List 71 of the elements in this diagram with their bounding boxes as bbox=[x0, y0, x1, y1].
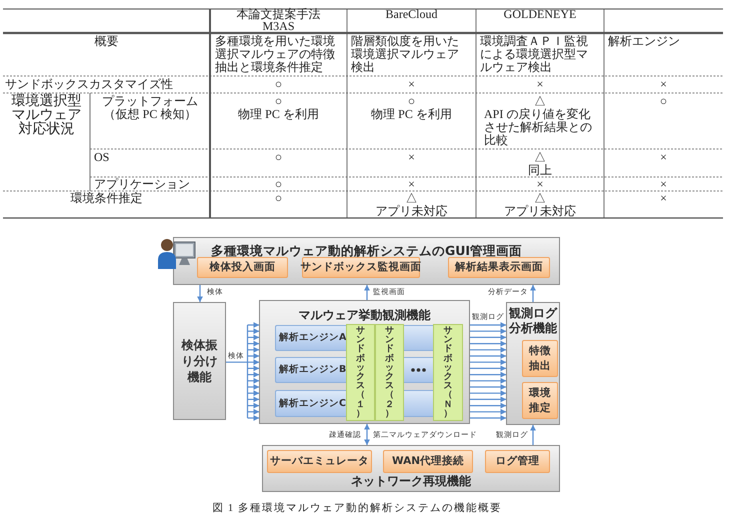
table-note: アプリ未対応 bbox=[504, 205, 576, 218]
module-box: WAN代理接続 bbox=[383, 450, 473, 473]
engine-bar: 解析エンジンB bbox=[275, 357, 346, 383]
engine-bar: 解析エンジンA bbox=[275, 325, 346, 351]
rating-symbol: × bbox=[660, 78, 667, 91]
panel-heading: ネットワーク再現機能 bbox=[351, 474, 471, 489]
table-note: 物理 PC を利用 bbox=[238, 108, 319, 121]
panel-heading: 観測ログ分析機能 bbox=[508, 306, 558, 336]
panel-heading: 多種環境マルウェア動的解析システムのGUI管理画面 bbox=[210, 243, 522, 258]
row-header: プラットフォーム（仮想 PC 検知） bbox=[101, 95, 199, 121]
engine-bar: 解析エンジンC bbox=[275, 390, 346, 417]
table-text: 環境調査ＡＰＩ監視による環境選択型マルウェア検出 bbox=[480, 35, 589, 74]
table-text: 解析エンジン bbox=[608, 35, 680, 48]
figure-caption: 図 1 多種環境マルウェア動的解析システムの機能概要 bbox=[212, 502, 502, 516]
rating-symbol: △ bbox=[406, 192, 418, 205]
rating-symbol: ○ bbox=[408, 95, 416, 108]
module-box: 検体投入画面 bbox=[197, 257, 288, 278]
module-box: 環境推定 bbox=[522, 382, 558, 419]
rating-symbol: × bbox=[660, 192, 667, 205]
table-text: 階層類似度を用いた環境選択マルウェア検出 bbox=[351, 35, 460, 74]
table-note: アプリ未対応 bbox=[376, 205, 448, 218]
arrow bbox=[530, 284, 536, 302]
rating-symbol: × bbox=[536, 78, 544, 91]
row-header: サンドボックスカスタマイズ性 bbox=[5, 78, 173, 91]
rating-symbol: ○ bbox=[274, 78, 282, 91]
column-header: 本論文提案手法 M3AS bbox=[236, 9, 322, 32]
rating-symbol: × bbox=[660, 178, 667, 191]
rating-symbol: × bbox=[536, 178, 544, 191]
rating-symbol: ○ bbox=[274, 151, 282, 164]
row-header: 環境条件推定 bbox=[70, 192, 142, 205]
panel bbox=[262, 445, 560, 492]
panel bbox=[173, 237, 560, 285]
module-box: 解析結果表示画面 bbox=[448, 257, 550, 278]
module-box: サーバエミュレータ bbox=[267, 450, 372, 473]
arrow bbox=[364, 424, 370, 446]
row-header: OS bbox=[94, 151, 110, 164]
module-box: 特徴抽出 bbox=[522, 340, 558, 377]
rating-symbol: △ bbox=[534, 192, 546, 205]
panel: 検体振り分け機能 bbox=[173, 302, 226, 420]
module-box: サンドボックス監視画面 bbox=[302, 257, 420, 278]
rating-symbol: × bbox=[408, 78, 415, 91]
sandbox-column: サンドボックス（１） bbox=[346, 324, 375, 421]
rating-symbol: ○ bbox=[274, 95, 282, 108]
table-note: API の戻り値を変化させた解析結果との比較 bbox=[484, 108, 593, 147]
sandbox-column: サンドボックス（Ｎ） bbox=[433, 324, 463, 421]
rating-symbol: ○ bbox=[274, 178, 282, 191]
sandbox-column: サンドボックス（２） bbox=[375, 324, 404, 421]
row-header: アプリケーション bbox=[94, 178, 190, 191]
column-header: GOLDENEYE bbox=[504, 9, 576, 20]
rating-symbol: × bbox=[408, 151, 415, 164]
rating-symbol: △ bbox=[534, 151, 546, 164]
arrow-fan bbox=[470, 322, 506, 421]
row-header: 概要 bbox=[94, 35, 118, 48]
rating-symbol: △ bbox=[534, 95, 546, 108]
arrow bbox=[530, 424, 536, 445]
row-header: 環境選択型マルウェア対応状況 bbox=[10, 95, 82, 137]
rating-symbol: × bbox=[660, 151, 667, 164]
module-box: ログ管理 bbox=[485, 450, 550, 473]
arrow bbox=[197, 285, 203, 302]
rating-symbol: × bbox=[408, 178, 415, 191]
arrow-fan bbox=[226, 322, 260, 421]
column-header: BareCloud bbox=[386, 9, 438, 20]
panel bbox=[506, 302, 560, 425]
rating-symbol: ○ bbox=[660, 95, 668, 108]
panel-heading: マルウェア挙動観測機能 bbox=[298, 308, 430, 322]
panel bbox=[259, 300, 470, 424]
table-note: 同上 bbox=[528, 164, 552, 177]
table-note: 物理 PC を利用 bbox=[371, 108, 452, 121]
rating-symbol: ○ bbox=[274, 192, 282, 205]
arrow bbox=[364, 284, 370, 300]
table-text: 多種環境を用いた環境選択マルウェアの特徴抽出と環境条件推定 bbox=[215, 35, 336, 74]
